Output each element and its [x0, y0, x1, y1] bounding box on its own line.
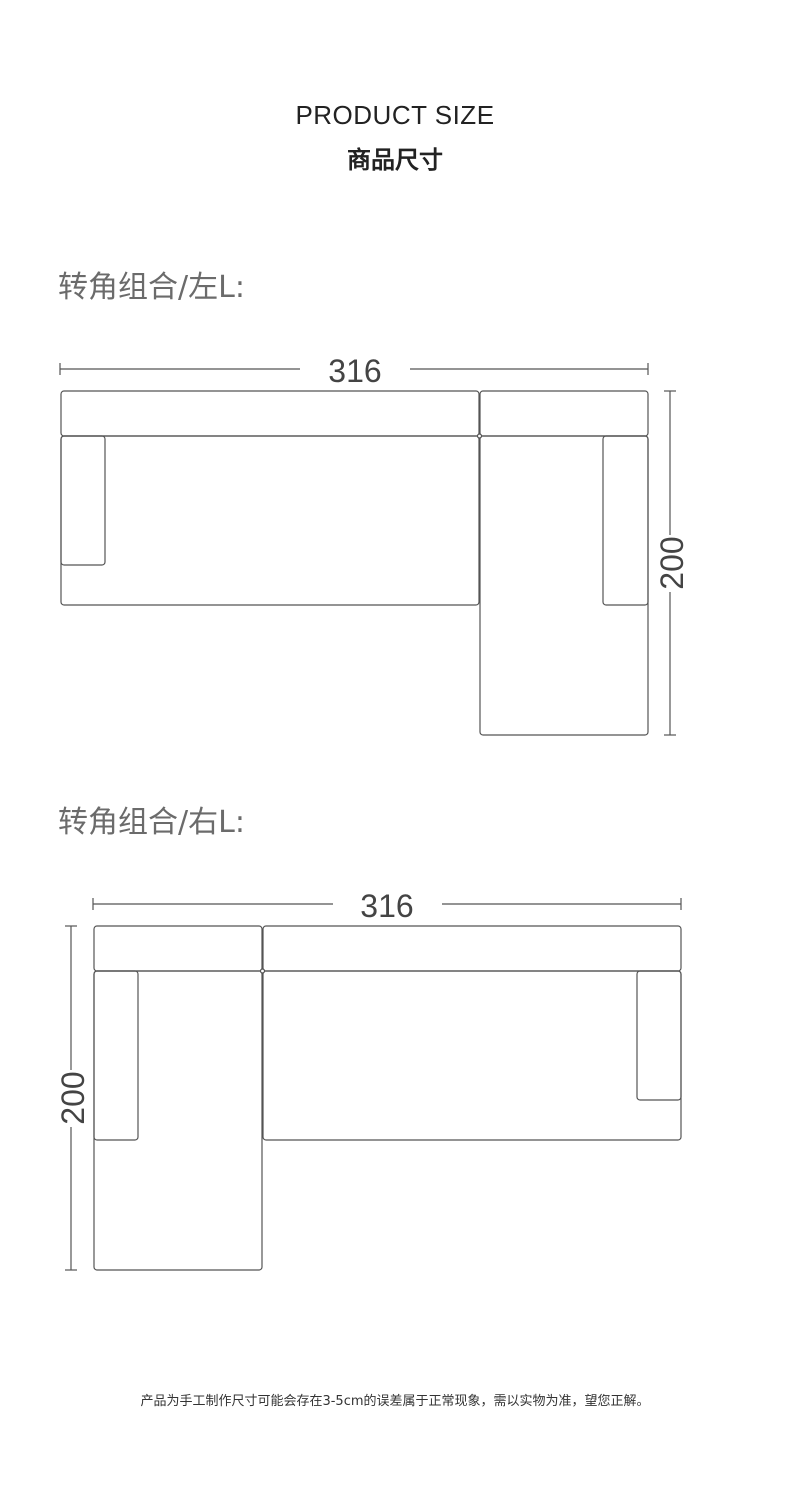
sofa-diagram-left-l: 316 200	[59, 353, 690, 736]
section-label-right-l: 转角组合/右L:	[58, 805, 245, 840]
depth-dimension-label: 200	[55, 1071, 91, 1124]
width-dimension-label: 316	[360, 888, 413, 924]
armrest-left	[60, 435, 106, 566]
sofa-diagram-right-l: 316 200	[55, 888, 682, 1271]
page-title-cn: 商品尺寸	[347, 146, 443, 174]
joint-marker	[259, 968, 266, 974]
armrest-right	[636, 970, 682, 1101]
joint-marker	[476, 433, 483, 439]
section-label-left-l: 转角组合/左L:	[58, 270, 245, 305]
back-cushion-corner	[479, 390, 649, 437]
page-title-en: PRODUCT SIZE	[295, 100, 495, 130]
chaise-seat	[93, 970, 263, 1271]
armrest-chaise	[602, 435, 649, 606]
back-cushion-main	[60, 390, 480, 437]
seat-main	[60, 435, 480, 606]
seat-main	[262, 970, 682, 1141]
width-dimension-label: 316	[328, 353, 381, 389]
armrest-chaise	[93, 970, 139, 1141]
disclaimer-footnote: 产品为手工制作尺寸可能会存在3-5cm的误差属于正常现象，需以实物为准，望您正解…	[140, 1394, 650, 1409]
chaise-seat	[479, 435, 649, 736]
back-cushion-main	[262, 925, 682, 972]
back-cushion-corner	[93, 925, 263, 972]
depth-dimension-label: 200	[654, 536, 690, 589]
